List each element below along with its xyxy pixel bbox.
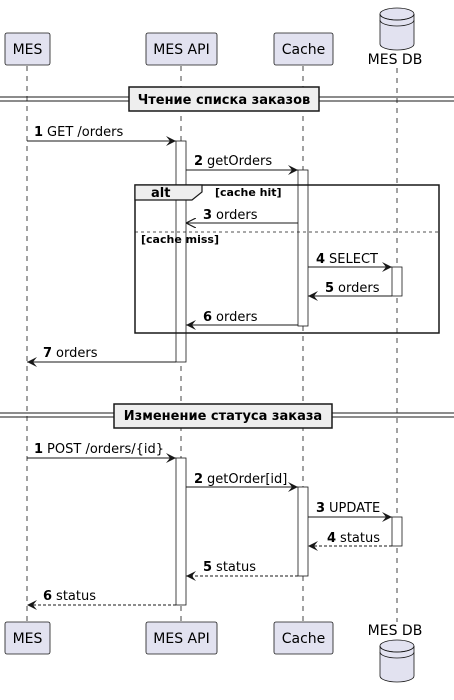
section-title: Чтение списка заказов — [138, 93, 311, 108]
section-title: Изменение статуса заказа — [124, 409, 322, 424]
participant-mes-bottom: MES — [4, 621, 51, 655]
message-number: 7 — [43, 346, 52, 361]
message-1: 1 POST /orders/{id} — [27, 442, 176, 463]
message-number: 2 — [194, 154, 203, 169]
message-3: 3 UPDATE — [308, 501, 392, 522]
message-6: 6 orders — [186, 310, 298, 330]
section-separator: Изменение статуса заказа — [0, 403, 454, 429]
message-label: status — [56, 589, 96, 604]
message-label: SELECT — [329, 252, 378, 267]
message-2: 2 getOrder[id] — [186, 472, 298, 492]
message-number: 1 — [34, 125, 43, 140]
message-label: orders — [338, 281, 380, 296]
message-2: 2 getOrders — [186, 154, 298, 175]
message-number: 6 — [203, 310, 212, 325]
alt-frame: alt [cache hit] [cache miss] — [134, 184, 440, 334]
message-label: getOrder[id] — [207, 472, 287, 487]
message-label: orders — [216, 310, 258, 325]
section-separator: Чтение списка заказов — [0, 86, 454, 112]
database-icon — [379, 639, 415, 683]
alt-condition-miss: [cache miss] — [141, 233, 219, 246]
participant-label: Cache — [282, 631, 326, 647]
participant-label: MES DB — [368, 623, 423, 639]
message-label: status — [340, 531, 380, 546]
alt-keyword: alt — [151, 186, 170, 201]
message-number: 6 — [43, 589, 52, 604]
message-5: 5 status — [186, 560, 298, 581]
message-7: 7 orders — [27, 346, 176, 367]
message-number: 1 — [34, 442, 43, 457]
activation-bars — [175, 140, 403, 606]
message-label: status — [216, 560, 256, 575]
participant-mes-db-top: MES DB — [368, 7, 423, 68]
participant-cache-bottom: Cache — [273, 621, 334, 655]
participant-label: MES API — [153, 42, 209, 58]
participant-label: MES DB — [368, 52, 423, 68]
participant-mes-api-bottom: MES API — [145, 621, 218, 655]
message-number: 3 — [203, 208, 212, 223]
participant-label: MES — [13, 42, 43, 58]
participant-mes-db-bottom: MES DB — [368, 623, 423, 683]
message-6: 6 status — [27, 589, 176, 610]
message-label: orders — [56, 346, 98, 361]
message-label: POST /orders/{id} — [47, 442, 164, 457]
message-4: 4 status — [308, 531, 392, 551]
participant-label: Cache — [282, 42, 326, 58]
alt-condition-hit: [cache hit] — [215, 186, 282, 199]
participant-label: MES API — [153, 631, 209, 647]
message-label: orders — [216, 208, 258, 223]
participant-mes-api-top: MES API — [145, 32, 218, 66]
participant-label: MES — [13, 631, 43, 647]
message-4: 4 SELECT — [308, 252, 392, 272]
participant-cache-top: Cache — [273, 32, 334, 66]
message-number: 2 — [194, 472, 203, 487]
message-number: 5 — [203, 560, 212, 575]
participant-mes-top: MES — [4, 32, 51, 66]
message-label: getOrders — [207, 154, 272, 169]
message-number: 5 — [325, 281, 334, 296]
message-label: UPDATE — [329, 501, 380, 516]
message-label: GET /orders — [47, 125, 123, 140]
message-5: 5 orders — [308, 281, 392, 301]
message-1: 1 GET /orders — [27, 125, 176, 146]
database-icon — [379, 7, 415, 51]
message-number: 4 — [316, 252, 325, 267]
message-3: 3 orders — [186, 208, 298, 223]
message-number: 3 — [316, 501, 325, 516]
message-number: 4 — [327, 531, 336, 546]
